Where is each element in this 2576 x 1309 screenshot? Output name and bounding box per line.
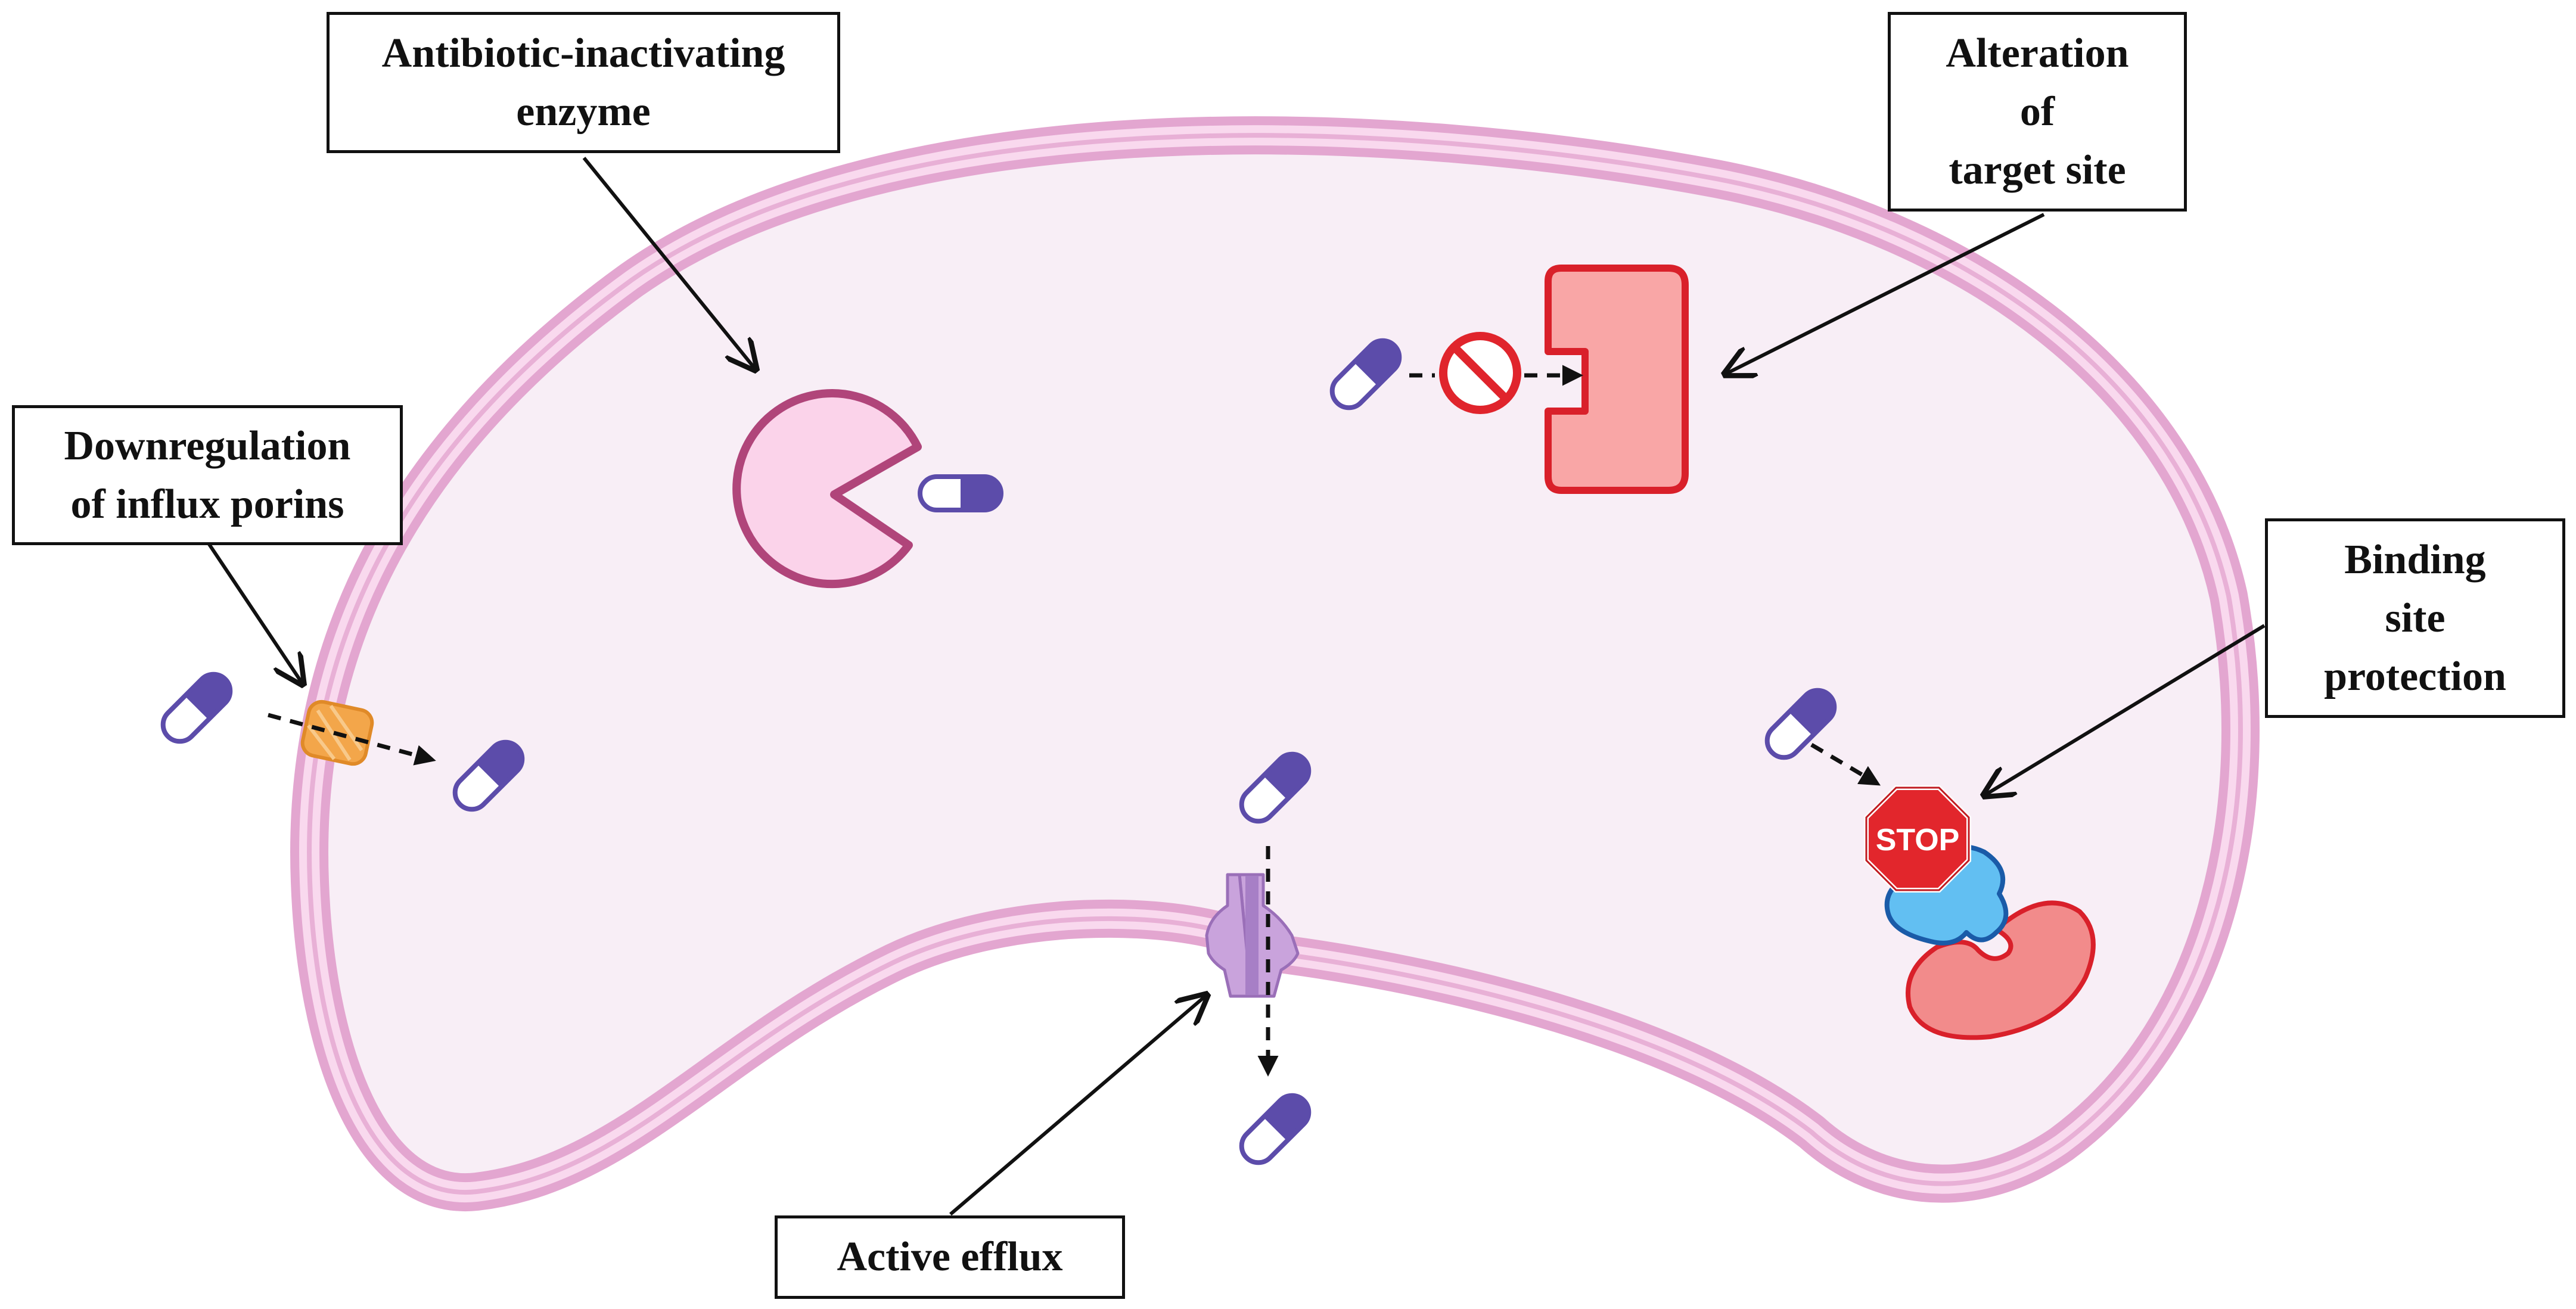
inactivating-enzyme xyxy=(732,389,922,589)
label-porins-line-1: Downregulation xyxy=(64,422,351,469)
binding-protection-path xyxy=(1810,742,1881,786)
porins-leader-arrow xyxy=(207,542,303,684)
label-binding-line-2: site xyxy=(2385,595,2446,641)
altered-target-site xyxy=(1545,265,1689,494)
capsule-outside-porin xyxy=(156,667,237,748)
antibiotic-capsule-in-enzyme xyxy=(918,474,1003,512)
enzyme-leader-arrow xyxy=(582,157,756,369)
capsule-efflux-outside xyxy=(1235,1089,1316,1170)
label-enzyme: Antibiotic-inactivating enzyme xyxy=(327,12,840,153)
capsule-target-site xyxy=(1325,334,1406,415)
stop-sign-icon: STOP xyxy=(1864,785,1971,893)
label-target-line-3: target site xyxy=(1949,147,2126,193)
cell-membrane-center-line xyxy=(307,133,2243,1195)
label-target-line-2: of xyxy=(2019,88,2055,135)
porin-influx-path xyxy=(268,713,436,766)
antibiotic-capsules xyxy=(156,334,1841,1170)
label-target-line-1: Alteration xyxy=(1946,30,2129,76)
label-target: Alteration of target site xyxy=(1888,12,2187,212)
efflux-pump xyxy=(1205,873,1300,998)
target-leader-arrow xyxy=(1725,213,2045,374)
efflux-leader-arrow xyxy=(949,995,1207,1216)
label-leader-arrows xyxy=(207,157,2266,1216)
label-efflux-line-1: Active efflux xyxy=(837,1234,1063,1280)
label-binding-line-3: protection xyxy=(2324,653,2506,699)
label-porins-line-2: of influx porins xyxy=(70,481,344,527)
label-enzyme-line-2: enzyme xyxy=(516,88,651,135)
binding-leader-arrow xyxy=(1984,624,2266,795)
label-enzyme-line-1: Antibiotic-inactivating xyxy=(381,30,785,76)
ribosome-target xyxy=(1906,900,2096,1040)
label-binding: Binding site protection xyxy=(2265,518,2565,718)
capsule-inside-porin xyxy=(448,735,529,816)
label-binding-line-1: Binding xyxy=(2344,536,2486,583)
label-porins: Downregulation of influx porins xyxy=(12,405,403,545)
label-efflux: Active efflux xyxy=(775,1215,1125,1299)
stop-sign-label: STOP xyxy=(1876,823,1960,857)
no-entry-icon xyxy=(1439,332,1521,414)
